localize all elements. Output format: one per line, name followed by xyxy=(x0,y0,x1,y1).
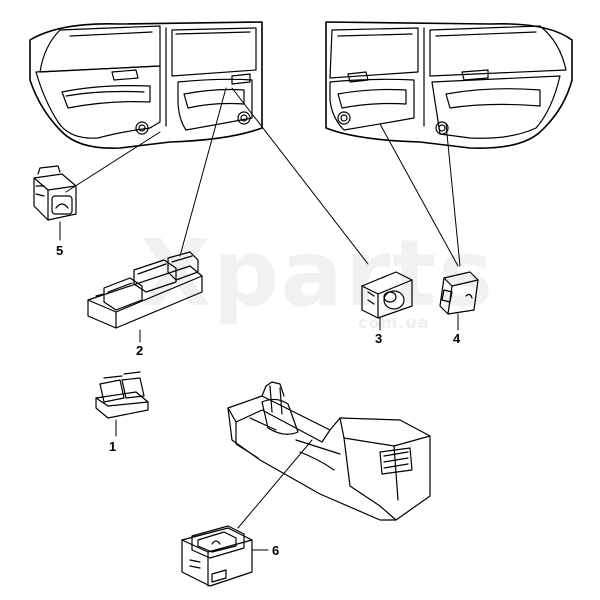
callout-6: 6 xyxy=(272,543,280,558)
callout-3: 3 xyxy=(375,331,383,346)
part-5-switch xyxy=(33,165,77,221)
part-4-boot-switch xyxy=(439,271,479,315)
right-door-panels xyxy=(325,21,573,149)
callout-1: 1 xyxy=(109,439,117,454)
part-3-mirror-switch xyxy=(361,271,413,319)
callout-4: 4 xyxy=(453,331,461,346)
part-2-window-switch-module xyxy=(87,251,203,329)
centre-console xyxy=(227,381,431,521)
part-1-double-switch xyxy=(95,371,149,419)
part-6-console-switch xyxy=(181,525,253,587)
callout-5: 5 xyxy=(56,243,64,258)
callout-2: 2 xyxy=(136,343,144,358)
left-door-panels xyxy=(29,21,263,149)
watermark-domain: com.ua xyxy=(358,313,430,332)
leader-lines xyxy=(59,87,461,551)
